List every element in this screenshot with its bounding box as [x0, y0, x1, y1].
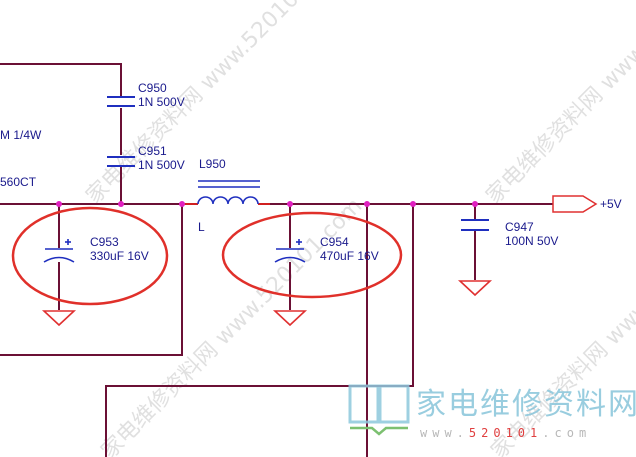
l950-value: L [198, 220, 205, 234]
watermark-diagonal-3: 家电维修资料网 www.520101.com [97, 193, 368, 457]
highlight-c954 [221, 211, 403, 299]
wire-left-return [0, 204, 183, 356]
c954-capacitor[interactable] [274, 239, 306, 263]
c951-ref: C951 [138, 144, 167, 158]
watermark-diagonal-2: 家电维修资料网 www.520101.com [482, 0, 636, 209]
c947-value: 100N 50V [505, 234, 558, 248]
component-labels: M 1/4W 560CT C950 1N 500V C951 1N 500V L… [0, 81, 558, 263]
junction-dot [118, 201, 124, 207]
c953-capacitor[interactable] [43, 239, 75, 263]
book-base-icon [350, 426, 408, 436]
junction-dot [410, 201, 416, 207]
junction-dot [287, 201, 293, 207]
wire-top-loop [0, 63, 122, 96]
c953-ref: C953 [90, 235, 119, 249]
c950-capacitor[interactable] [107, 96, 135, 107]
c947-capacitor[interactable] [461, 219, 489, 231]
site-url: www.520101.com [420, 426, 591, 440]
c951-capacitor[interactable] [107, 156, 135, 167]
ground-icon [457, 280, 493, 297]
c954-ref: C954 [320, 235, 349, 249]
ground-icon [272, 310, 308, 327]
c947-ref: C947 [505, 220, 534, 234]
watermark-diagonal-1: 家电维修资料网 www.520101.com [82, 0, 353, 209]
junction-dot [56, 201, 62, 207]
site-url-prefix: www. [420, 426, 469, 440]
highlight-c953 [11, 206, 169, 306]
ground-icon [41, 310, 77, 327]
partial-part-number: 560CT [0, 175, 37, 189]
site-name: 家电维修资料网 [416, 387, 636, 422]
highlight-ellipses [11, 206, 403, 306]
c954-value: 470uF 16V [320, 249, 379, 263]
junctions [56, 201, 478, 207]
c950-value: 1N 500V [138, 95, 185, 109]
junction-dot [472, 201, 478, 207]
wires [0, 63, 552, 457]
port-arrow-icon [552, 195, 598, 213]
c951-value: 1N 500V [138, 158, 185, 172]
book-icon [348, 384, 410, 424]
wire-loop-413 [105, 204, 414, 457]
c950-ref: C950 [138, 81, 167, 95]
ground-symbols [41, 280, 493, 327]
l950-ref: L950 [199, 157, 226, 171]
site-url-number: 520101 [469, 426, 542, 440]
c953-value: 330uF 16V [90, 249, 149, 263]
l950-inductor[interactable] [197, 180, 260, 205]
port-label: +5V [600, 197, 622, 211]
junction-dot [364, 201, 370, 207]
junction-dot [179, 201, 185, 207]
site-url-suffix: .com [542, 426, 591, 440]
power-port-5v[interactable]: +5V [552, 195, 622, 213]
site-logo: 家电维修资料网 www.520101.com [348, 384, 636, 440]
partial-resistor-value: M 1/4W [0, 128, 42, 142]
